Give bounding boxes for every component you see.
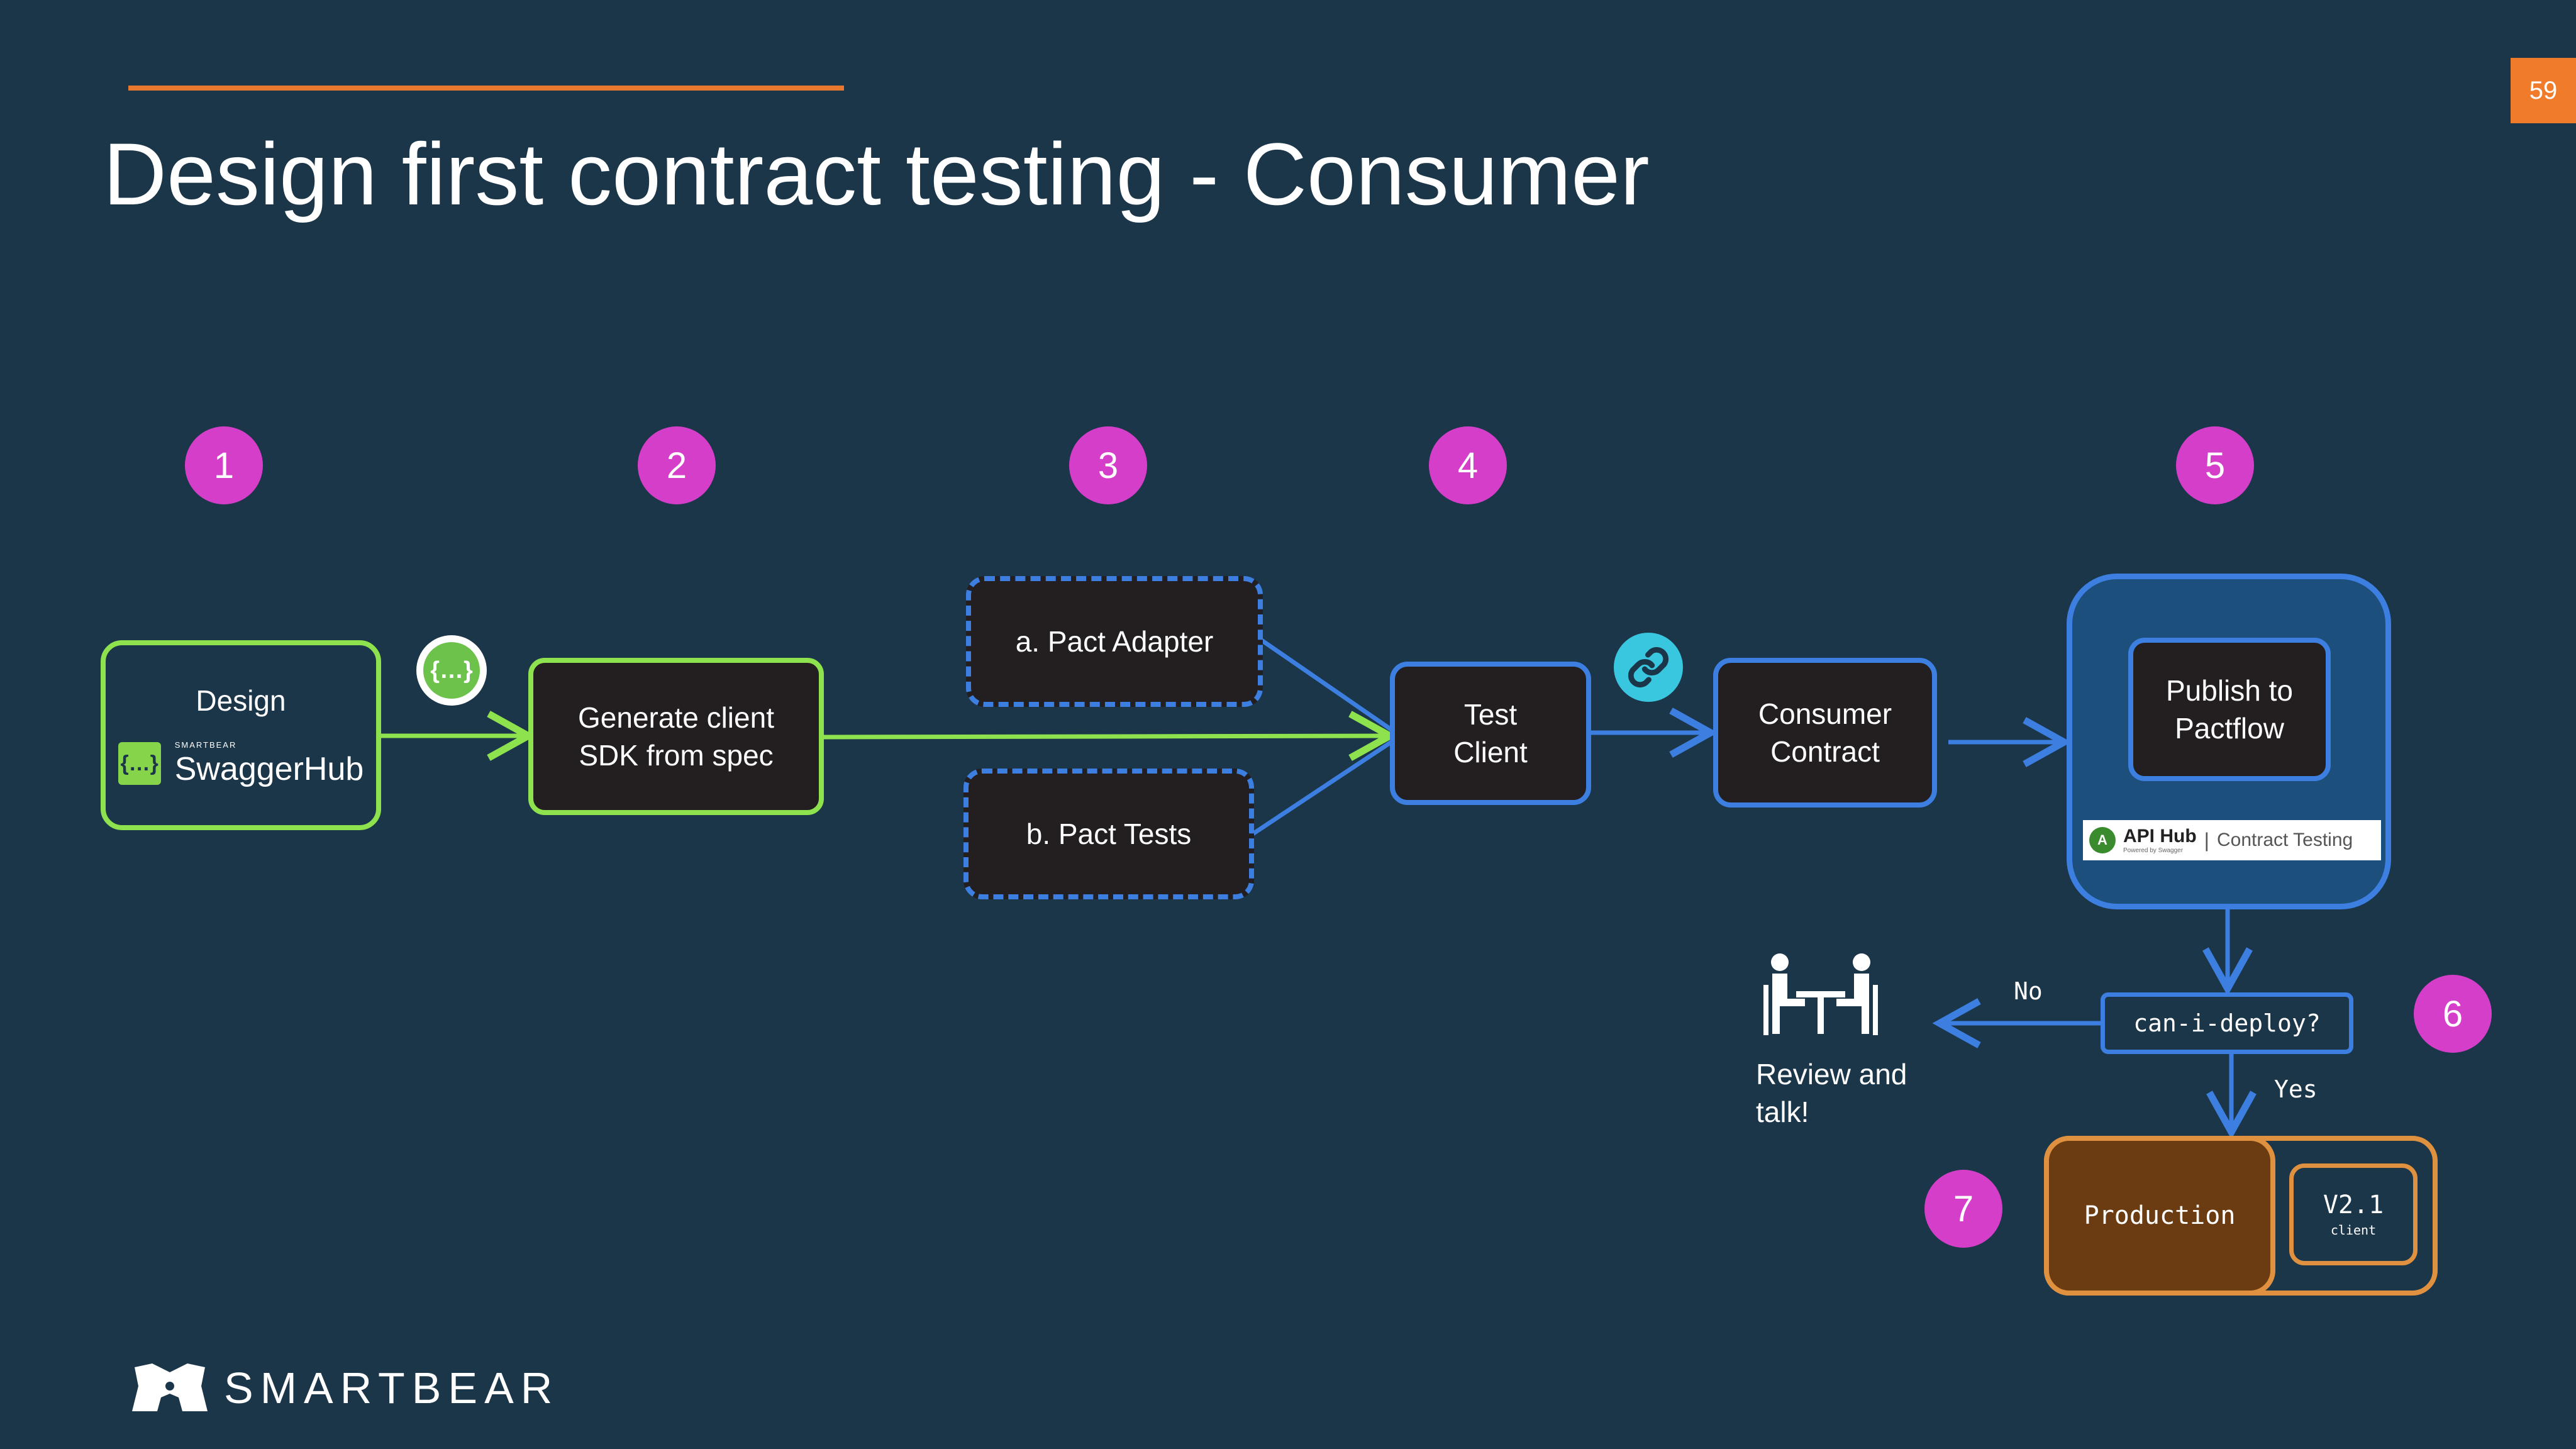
consumer-contract-line1: Consumer xyxy=(1758,697,1892,730)
api-hub-badge: A API Hub Powered by Swagger | Contract … xyxy=(2083,820,2381,860)
arrow-generate-to-test-client xyxy=(823,711,1397,762)
link-icon xyxy=(1614,633,1683,702)
api-hub-product: Contract Testing xyxy=(2216,830,2353,850)
arrow-tests-to-test-client xyxy=(1252,740,1392,836)
api-hub-powered: Powered by Swagger xyxy=(2123,847,2184,854)
page-title: Design first contract testing - Consumer xyxy=(103,125,1650,223)
swaggerhub-smartbear-text: SMARTBEAR xyxy=(174,740,237,750)
swaggerhub-text: SwaggerHub xyxy=(174,751,364,787)
can-i-deploy-box: can-i-deploy? xyxy=(2101,992,2353,1054)
arrow-adapter-to-test-client xyxy=(1260,638,1392,731)
step-badge-5: 5 xyxy=(2176,426,2254,504)
smartbear-logo-icon xyxy=(128,1361,211,1414)
version-number: V2.1 xyxy=(2323,1191,2384,1219)
swaggerhub-brand: {…} SMARTBEAR SwaggerHub xyxy=(118,741,364,786)
test-client-box: Test Client xyxy=(1390,662,1591,805)
step-badge-2: 2 xyxy=(638,426,716,504)
api-hub-name: API Hub xyxy=(2123,825,2197,847)
design-box: Design {…} SMARTBEAR SwaggerHub xyxy=(101,640,381,830)
pact-adapter-label: a. Pact Adapter xyxy=(1015,625,1214,658)
title-accent-line xyxy=(128,86,844,91)
production-label: Production xyxy=(2084,1201,2236,1230)
openapi-braces-icon: {…} xyxy=(416,635,487,706)
smartbear-logo-text: SMARTBEAR xyxy=(224,1363,560,1413)
swaggerhub-icon: {…} xyxy=(118,741,161,785)
publish-line1: Publish to xyxy=(2165,674,2293,707)
step-badge-4: 4 xyxy=(1429,426,1507,504)
generate-sdk-box: Generate client SDK from spec xyxy=(528,658,824,815)
version-box: V2.1 client xyxy=(2289,1163,2418,1265)
design-label: Design xyxy=(196,684,286,717)
step-badge-1: 1 xyxy=(185,426,263,504)
publish-line2: Pactflow xyxy=(2175,712,2284,745)
step-badge-7: 7 xyxy=(1924,1170,2002,1248)
production-box: Production xyxy=(2044,1136,2275,1296)
api-hub-icon: A xyxy=(2089,827,2116,853)
can-i-deploy-label: can-i-deploy? xyxy=(2133,1009,2321,1037)
step-badge-3: 3 xyxy=(1069,426,1147,504)
test-client-line2: Client xyxy=(1453,736,1528,769)
consumer-contract-box: Consumer Contract xyxy=(1713,658,1937,808)
generate-sdk-line2: SDK from spec xyxy=(579,739,774,772)
no-label: No xyxy=(2014,977,2043,1005)
api-hub-separator: | xyxy=(2204,828,2209,852)
meeting-icon xyxy=(1761,950,1880,1038)
step-badge-6: 6 xyxy=(2414,975,2492,1053)
pact-tests-label: b. Pact Tests xyxy=(1026,818,1192,850)
yes-label: Yes xyxy=(2274,1075,2318,1103)
version-sub: client xyxy=(2330,1223,2377,1238)
review-label: Review and talk! xyxy=(1756,1055,1907,1131)
consumer-contract-line2: Contract xyxy=(1770,735,1880,768)
generate-sdk-line1: Generate client xyxy=(578,701,774,734)
review-line2: talk! xyxy=(1756,1096,1809,1128)
review-line1: Review and xyxy=(1756,1058,1907,1091)
test-client-line1: Test xyxy=(1463,698,1518,731)
pact-tests-box: b. Pact Tests xyxy=(963,769,1254,899)
pact-adapter-box: a. Pact Adapter xyxy=(966,576,1263,707)
publish-box: Publish to Pactflow xyxy=(2128,638,2331,781)
page-number: 59 xyxy=(2511,58,2576,123)
